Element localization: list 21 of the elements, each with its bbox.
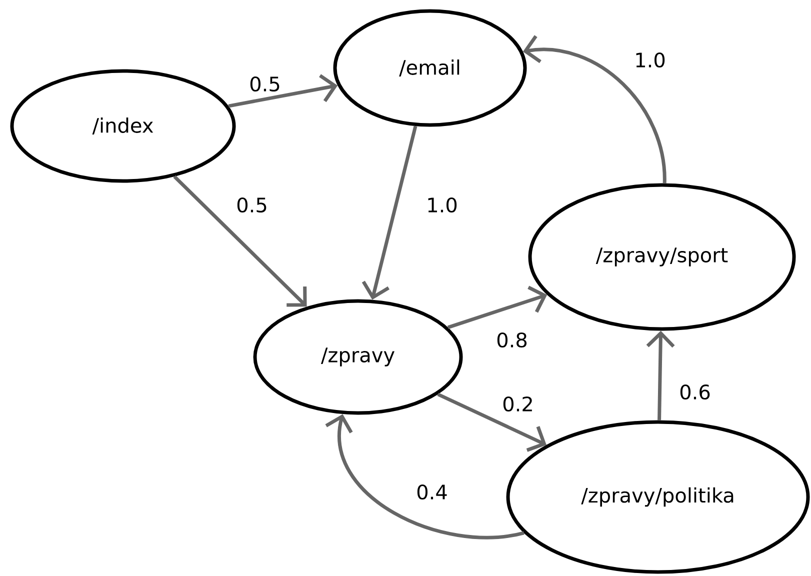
edge-label: 1.0 — [633, 51, 667, 69]
arrow — [228, 74, 338, 108]
edge-label: 1.0 — [425, 196, 459, 214]
arrow — [362, 126, 418, 300]
edge-label: 0.8 — [495, 331, 529, 349]
ellipse-node: /zpravy — [253, 299, 463, 415]
edge-label: 0.5 — [235, 196, 269, 214]
arrow — [447, 286, 548, 330]
ellipse-node: /index — [10, 69, 236, 183]
arrow — [173, 175, 307, 307]
ellipse-node: /zpravy/sport — [528, 183, 796, 331]
arrow — [325, 414, 524, 540]
ellipse-node: /email — [333, 9, 527, 127]
arrow — [522, 35, 666, 184]
edge-label: 0.5 — [248, 75, 282, 93]
arrow — [437, 392, 546, 452]
edge-label: 0.4 — [415, 483, 449, 501]
arrow — [646, 330, 675, 420]
ellipse-node: /zpravy/politika — [506, 420, 810, 574]
edge-label: 0.2 — [501, 395, 535, 413]
edge-label: 0.6 — [678, 383, 712, 401]
